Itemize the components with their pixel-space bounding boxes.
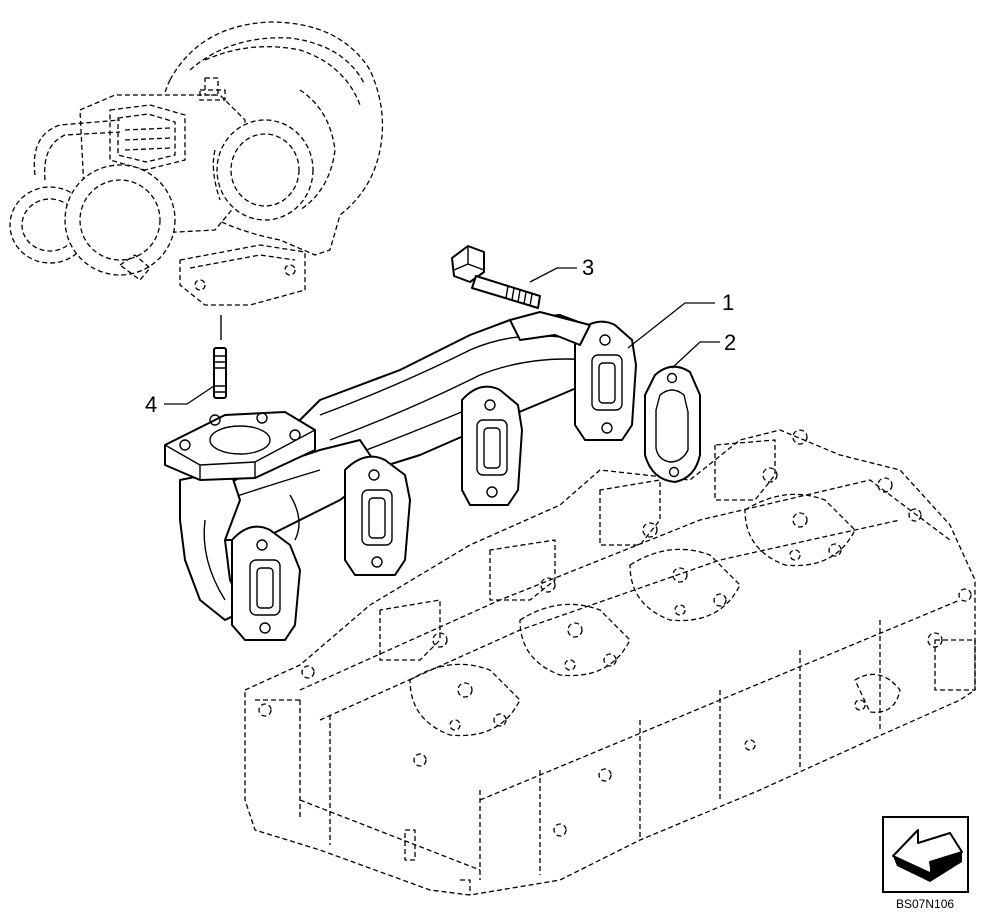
leader-3 [529,267,577,283]
exhaust-manifold [164,311,637,641]
callout-2: 2 [724,330,736,355]
bolt [451,245,541,309]
figure-code: BS07N106 [896,897,954,911]
turbocharger [9,21,384,306]
leader-2 [671,341,720,369]
callout-3: 3 [582,255,594,280]
cylinder-head [244,429,976,896]
callout-leaders [164,267,720,405]
leader-4 [164,385,215,405]
orientation-arrow-icon [882,816,969,893]
gasket [644,365,701,483]
leader-1 [627,302,715,349]
callout-4: 4 [145,392,157,417]
stud [213,315,227,399]
callout-1: 1 [722,290,734,315]
